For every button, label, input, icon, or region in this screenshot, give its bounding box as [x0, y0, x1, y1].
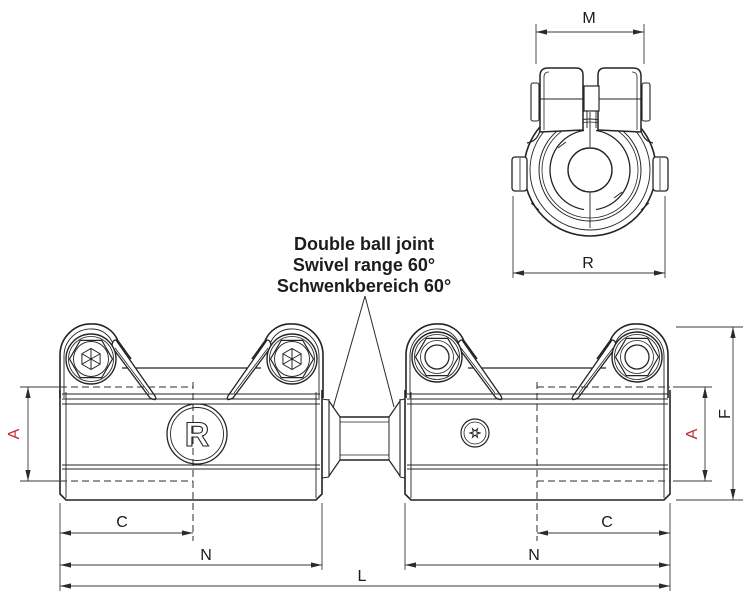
annotation: Double ball joint Swivel range 60° Schwe… [277, 234, 451, 409]
dim-A-right [673, 386, 712, 482]
dim-label-L: L [358, 568, 367, 585]
annotation-line-3: Schwenkbereich 60° [277, 276, 451, 296]
end-view-side-tabs [511, 156, 669, 192]
dim-N-left [60, 562, 322, 568]
end-view: M R [511, 10, 669, 278]
brand-logo-letter: R [185, 416, 210, 454]
dim-label-A-right: A [684, 428, 701, 439]
ball-joint-connector [321, 398, 406, 479]
left-clamp: R [59, 323, 324, 541]
hidden-pipe-left [60, 386, 193, 482]
brand-logo: R [166, 403, 228, 465]
dim-C-right [537, 530, 670, 536]
dim-N-right [405, 562, 670, 568]
dim-label-C-right: C [601, 514, 613, 531]
clamp-bolt-left-1 [65, 333, 117, 385]
dim-R [512, 196, 666, 278]
dim-A-left [20, 386, 62, 482]
dim-label-N-left: N [200, 547, 212, 564]
clamp-bolt-left-2 [266, 333, 318, 385]
bore-circle [567, 147, 613, 193]
clamp-bolt-section [583, 85, 600, 112]
leader-lines [332, 295, 395, 409]
dim-label-N-right: N [528, 547, 540, 564]
clamp-bolt-right-1 [411, 331, 463, 383]
end-view-clamp-ears [526, 67, 654, 144]
dim-label-F: F [717, 409, 734, 419]
dim-L [60, 583, 670, 589]
dim-label-R: R [582, 255, 594, 272]
annotation-line-2: Swivel range 60° [293, 255, 435, 275]
end-view-body [523, 103, 657, 237]
dim-label-A-left: A [6, 428, 23, 439]
annotation-line-1: Double ball joint [294, 234, 434, 254]
dim-label-M: M [582, 10, 595, 27]
clamp-bolt-right-2 [611, 331, 663, 383]
extension-lines [59, 503, 671, 591]
hidden-pipe-right [537, 386, 670, 482]
grounding-screw [460, 418, 490, 448]
dim-M [535, 24, 645, 64]
dim-F [676, 326, 743, 501]
dim-C-left [60, 530, 193, 536]
side-view: R [6, 234, 743, 591]
dim-label-C-left: C [116, 514, 128, 531]
right-clamp [404, 323, 671, 541]
